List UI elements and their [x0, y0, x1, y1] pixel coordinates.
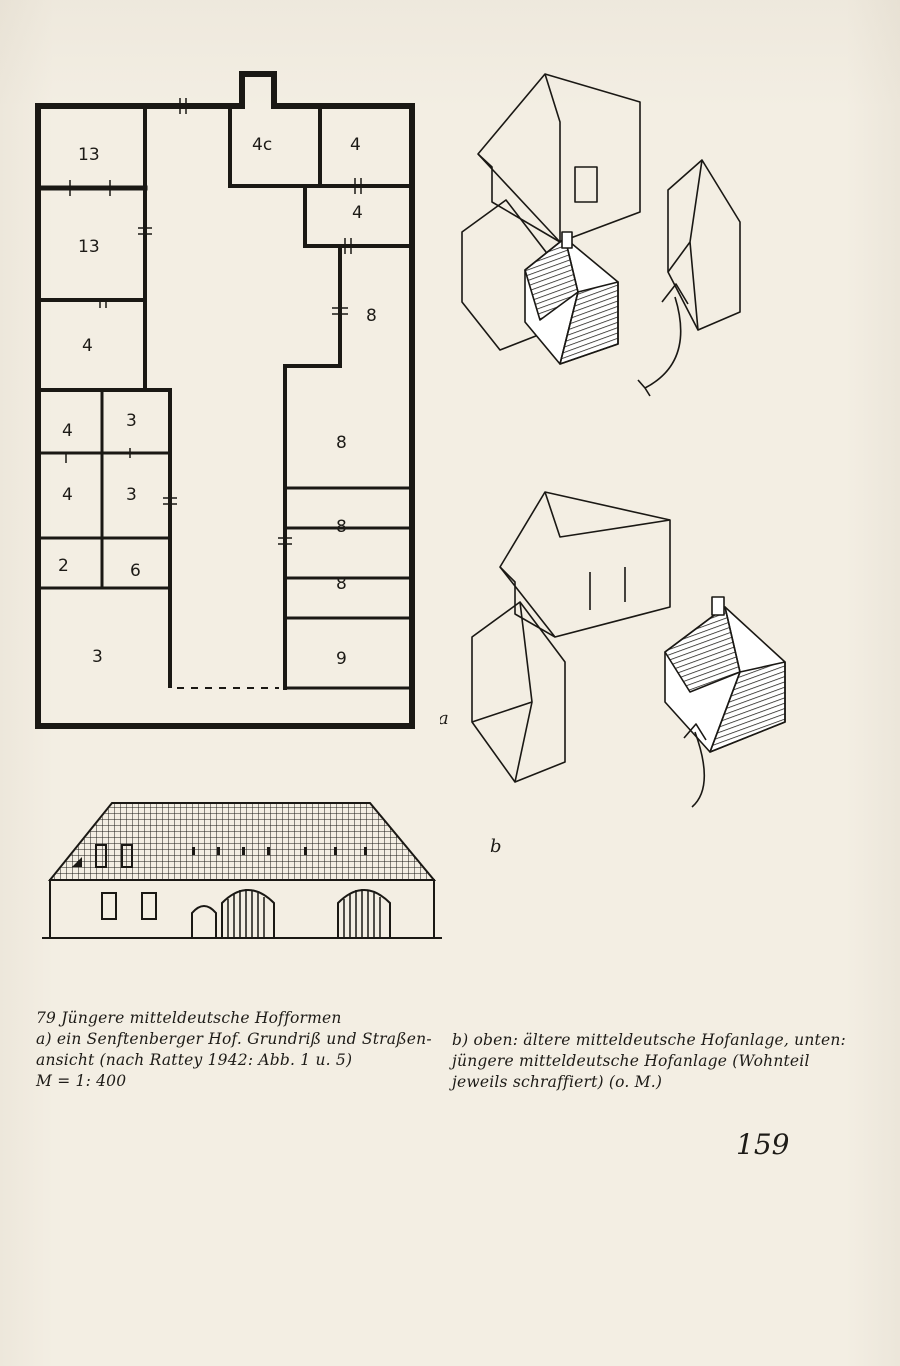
caption-left-line-3: ansicht (nach Rattey 1942: Abb. 1 u. 5) — [36, 1051, 353, 1069]
room-label-3b: 3 — [126, 485, 137, 505]
caption-left-line-1: 79 Jüngere mitteldeutsche Hofformen — [36, 1009, 342, 1027]
room-label-3c: 3 — [92, 647, 103, 667]
caption-right-line-2: jüngere mitteldeutsche Hofanlage (Wohnte… — [452, 1052, 810, 1070]
room-label-8b: 8 — [336, 433, 347, 453]
room-label-9: 9 — [336, 649, 347, 669]
room-label-4d: 4 — [62, 421, 73, 441]
caption-left: 79 Jüngere mitteldeutsche Hofformen a) e… — [36, 1008, 432, 1092]
street-elevation-figure — [42, 795, 442, 945]
floor-plan-figure: 13 13 4 4c 4 4 3 4 3 2 6 3 4 8 8 8 8 9 — [30, 68, 420, 738]
room-label-3a: 3 — [126, 411, 137, 431]
caption-left-line-4: M = 1: 400 — [36, 1072, 127, 1090]
label-b: b — [490, 836, 502, 857]
room-label-8c: 8 — [336, 517, 347, 537]
room-label-4a: 4 — [82, 336, 93, 356]
floor-plan-svg: 13 13 4 4c 4 4 3 4 3 2 6 3 4 8 8 8 8 9 — [35, 71, 415, 729]
room-label-4c: 4c — [252, 135, 272, 155]
room-label-8a: 8 — [366, 306, 377, 326]
room-label-2: 2 — [58, 556, 69, 576]
caption-right: b) oben: ältere mitteldeutsche Hofanlage… — [452, 1030, 872, 1093]
caption-right-line-1: b) oben: ältere mitteldeutsche Hofanlage… — [452, 1031, 846, 1049]
caption-right-line-3: jeweils schraffiert) (o. M.) — [452, 1073, 663, 1091]
room-label-13b: 13 — [78, 237, 100, 257]
isometric-figure: a b — [440, 62, 880, 872]
room-label-4e: 4 — [62, 485, 73, 505]
page-number: 159 — [736, 1128, 790, 1161]
label-a: a — [440, 708, 449, 729]
caption-left-line-2: a) ein Senftenberger Hof. Grundriß und S… — [36, 1030, 432, 1048]
isometric-svg: a b — [440, 73, 786, 857]
room-label-8d: 8 — [336, 574, 347, 594]
room-label-6: 6 — [130, 561, 141, 581]
room-label-4b: 4 — [350, 135, 361, 155]
street-elevation-svg — [42, 802, 442, 939]
room-label-4f: 4 — [352, 203, 363, 223]
room-label-13a: 13 — [78, 145, 100, 165]
